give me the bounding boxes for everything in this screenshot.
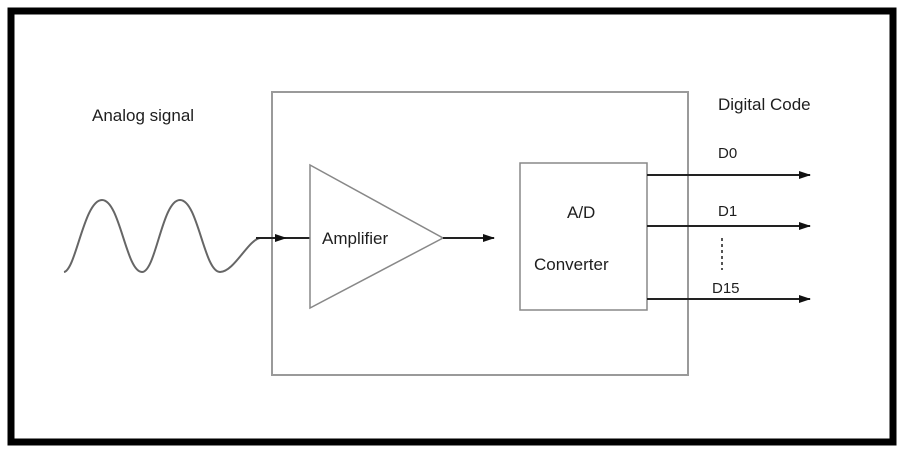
converter-label-line1: A/D bbox=[567, 203, 595, 222]
analog-signal-label: Analog signal bbox=[92, 106, 194, 125]
digital-code-label: Digital Code bbox=[718, 95, 811, 114]
analog-waveform bbox=[63, 198, 261, 274]
converter-box bbox=[519, 162, 648, 311]
amplifier-label: Amplifier bbox=[322, 229, 388, 248]
output-label-d0: D0 bbox=[718, 145, 737, 162]
converter-label-line2: Converter bbox=[534, 255, 609, 274]
system-box bbox=[271, 91, 689, 376]
output-label-d15: D15 bbox=[712, 280, 740, 297]
output-label-d1: D1 bbox=[718, 203, 737, 220]
amplifier-triangle bbox=[309, 163, 445, 310]
